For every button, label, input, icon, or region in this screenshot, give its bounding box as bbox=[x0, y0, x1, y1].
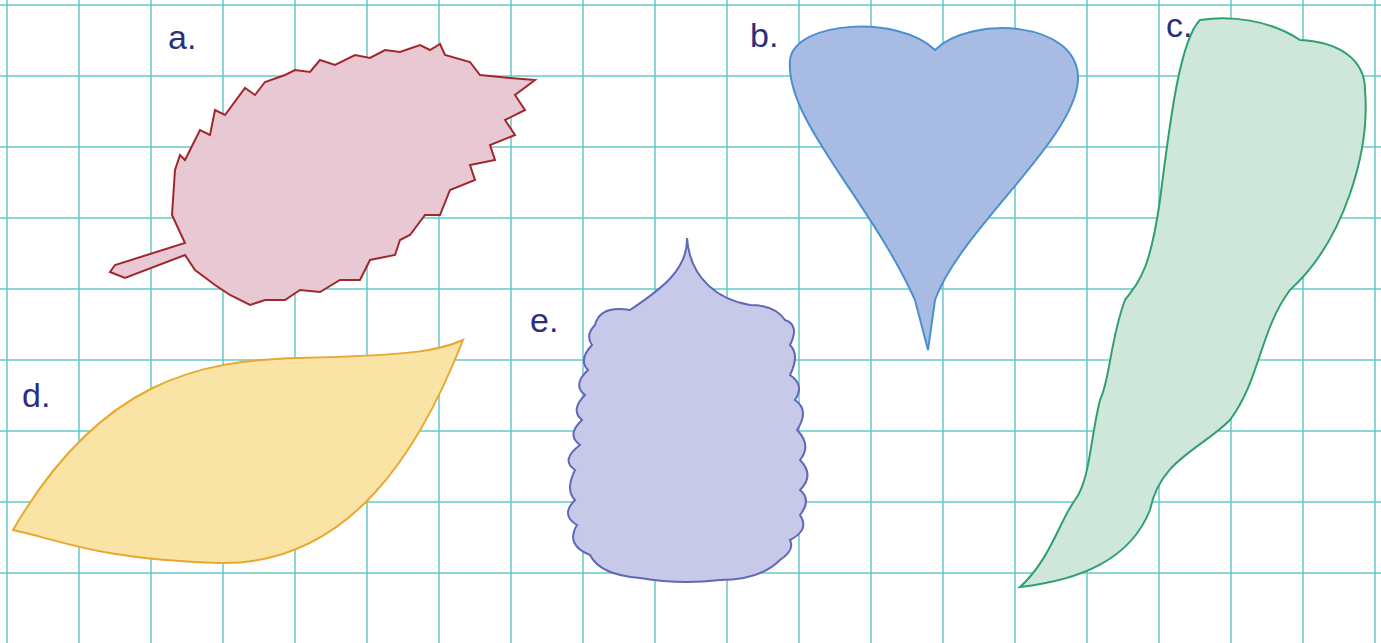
long-leaf bbox=[1020, 18, 1366, 587]
leaf-letter: a. bbox=[168, 18, 196, 57]
leaf-letter: e. bbox=[530, 301, 558, 340]
scalloped-leaf bbox=[568, 238, 808, 582]
grid-line bbox=[1374, 0, 1376, 643]
leaf-letter: b. bbox=[750, 16, 778, 55]
grid-line bbox=[0, 4, 1381, 6]
grid-line bbox=[6, 0, 8, 643]
leaf-letter: c. bbox=[1166, 6, 1192, 45]
heart-leaf bbox=[790, 27, 1078, 350]
smooth-leaf bbox=[13, 340, 463, 563]
grid-line bbox=[0, 75, 1381, 77]
serrated-leaf bbox=[110, 44, 535, 305]
leaf-letter: d. bbox=[22, 376, 50, 415]
